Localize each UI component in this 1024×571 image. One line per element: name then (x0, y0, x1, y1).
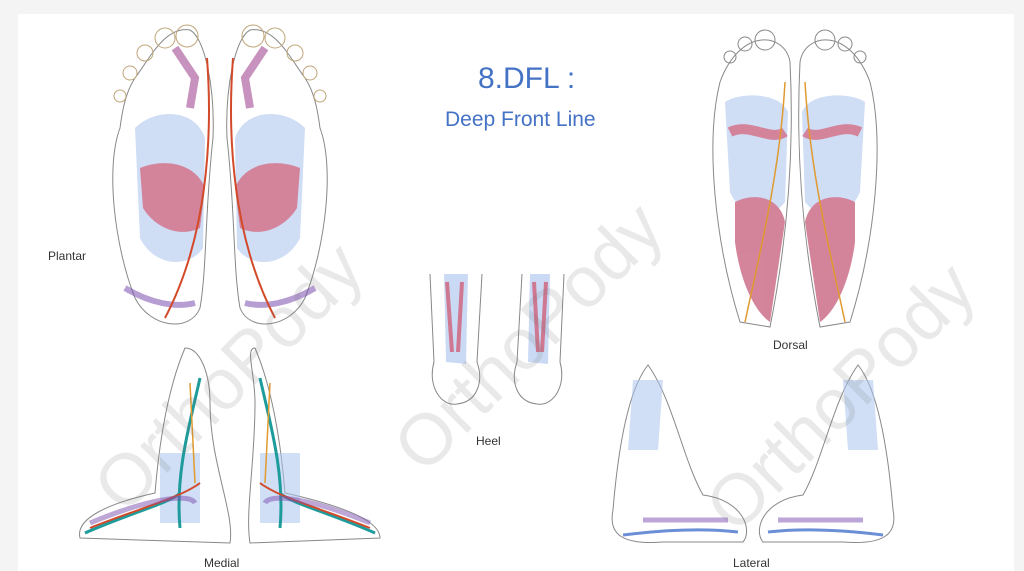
medial-feet-illustration (79, 347, 381, 544)
lateral-feet-illustration (611, 364, 895, 544)
label-lateral: Lateral (733, 556, 770, 570)
heel-illustration (429, 273, 565, 405)
dorsal-feet-illustration (712, 29, 878, 328)
label-heel: Heel (476, 434, 501, 448)
slide-subtitle: Deep Front Line (445, 108, 596, 131)
label-medial: Medial (204, 556, 240, 570)
plantar-feet-illustration (112, 24, 328, 325)
label-dorsal: Dorsal (773, 338, 808, 352)
slide-title: 8.DFL : (478, 62, 576, 95)
label-plantar: Plantar (48, 249, 87, 263)
